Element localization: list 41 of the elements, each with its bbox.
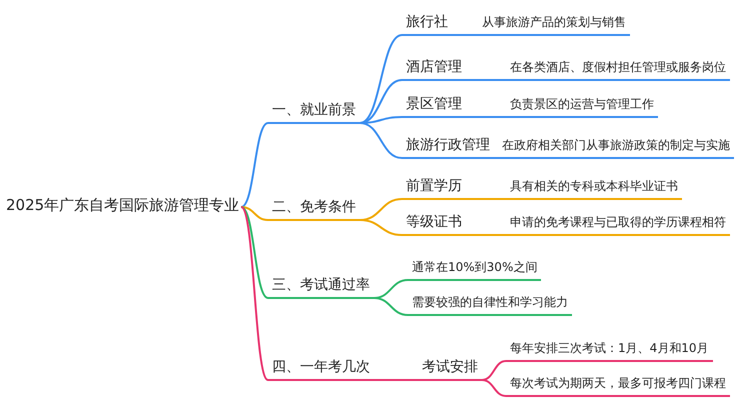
branch-line — [360, 34, 402, 124]
branch-topic: 一、就业前景 — [268, 101, 360, 124]
branch-line — [360, 79, 402, 124]
root-topic: 2025年广东自考国际旅游管理专业 — [4, 196, 242, 214]
leaf-topic: 负责景区的运营与管理工作 — [506, 95, 658, 118]
leaf-topic: 在各类酒店、度假村担任管理或服务岗位 — [506, 58, 730, 81]
subtopic: 旅游行政管理 — [402, 136, 494, 159]
subtopic: 景区管理 — [402, 95, 466, 118]
branch-topic: 四、一年考几次 — [268, 358, 374, 381]
leaf-topic: 在政府相关部门从事旅游政策的制定与实施 — [498, 136, 734, 159]
branch-line — [466, 79, 506, 81]
branch-line — [360, 219, 402, 236]
branch-line — [452, 34, 478, 36]
subtopic: 酒店管理 — [402, 58, 466, 81]
leaf-topic: 每次考试为期两天，最多可报考四门课程 — [506, 374, 730, 397]
subtopic: 考试安排 — [418, 358, 482, 381]
subtopic: 等级证书 — [402, 213, 466, 236]
subtopic: 通常在10%到30%之间 — [408, 258, 542, 281]
branch-line — [240, 206, 268, 299]
branch-line — [241, 206, 268, 221]
branch-topic: 二、免考条件 — [268, 198, 360, 221]
subtopic: 需要较强的自律性和学习能力 — [408, 293, 572, 316]
branch-line — [360, 122, 402, 159]
leaf-topic: 每年安排三次考试：1月、4月和10月 — [506, 339, 713, 362]
branch-line — [482, 360, 506, 381]
branch-line — [466, 198, 506, 200]
branch-line — [240, 122, 268, 208]
branch-line — [482, 379, 506, 397]
leaf-topic: 具有相关的专科或本科毕业证书 — [506, 177, 682, 200]
subtopic: 前置学历 — [402, 177, 466, 200]
branch-line — [494, 157, 498, 159]
branch-line — [374, 297, 408, 316]
leaf-topic: 从事旅游产品的策划与销售 — [478, 13, 630, 36]
branch-line — [466, 234, 506, 236]
branch-line — [240, 206, 269, 381]
branch-line — [466, 116, 506, 118]
branch-line — [374, 379, 418, 381]
branch-line — [360, 116, 402, 124]
branch-topic: 三、考试通过率 — [268, 276, 374, 299]
leaf-topic: 申请的免考课程与已取得的学历课程相符 — [506, 213, 730, 236]
subtopic: 旅行社 — [402, 13, 452, 36]
